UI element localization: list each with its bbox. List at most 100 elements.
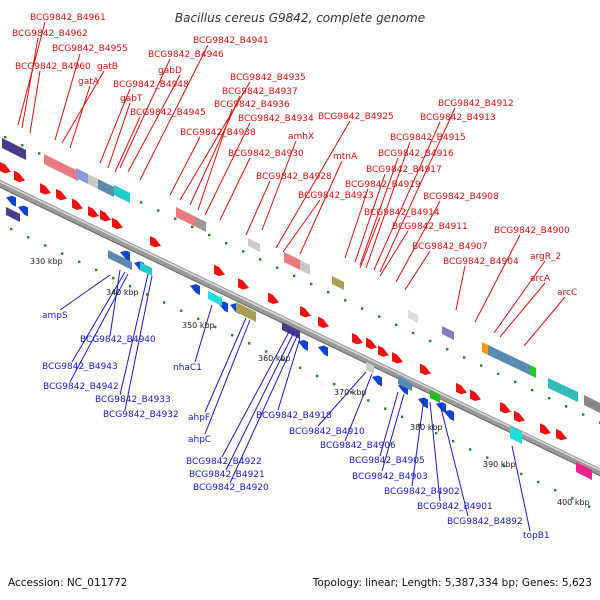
map-title: Bacillus cereus G9842, complete genome [175, 11, 425, 25]
track-dot [293, 274, 296, 278]
gene-label: BCG9842_B4916 [378, 149, 454, 159]
track-dot [435, 431, 438, 435]
gene-label: BCG9842_B4940 [80, 335, 156, 345]
forward-arrow [556, 428, 567, 441]
leader-line [169, 136, 201, 196]
gene-label: BCG9842_B4938 [180, 128, 256, 138]
track-dot [214, 325, 217, 329]
leader-line [189, 95, 241, 206]
leader-line [404, 250, 431, 291]
track-dot [44, 244, 47, 247]
leader-line [204, 317, 247, 413]
gene-block [88, 174, 98, 189]
leader-line [179, 81, 251, 201]
track-dot [180, 309, 183, 312]
track-dot [401, 415, 404, 418]
gene-label: BCG9842_B4915 [390, 133, 466, 143]
gene-block [6, 207, 20, 222]
leader-line [373, 121, 441, 271]
reverse-arrow [120, 250, 130, 262]
leader-line [59, 274, 111, 311]
forward-arrow [514, 410, 525, 423]
leader-line [197, 108, 233, 211]
track-dot [588, 505, 591, 508]
track-dot [78, 260, 81, 263]
track-dot [344, 299, 347, 302]
gene-block [76, 168, 88, 184]
reverse-arrow [444, 410, 454, 421]
track-dot [469, 448, 472, 451]
gene-block [576, 462, 592, 480]
gene-block [300, 260, 310, 275]
gene-block [398, 376, 412, 391]
leader-line [395, 200, 441, 283]
leader-line [493, 260, 546, 334]
tick-label: 400 kbp [557, 498, 590, 507]
track-dot [95, 268, 98, 272]
leader-line [261, 140, 297, 231]
gene-label: BCG9842_B4945 [130, 108, 206, 118]
gene-block [366, 362, 374, 374]
gene-label: BCG9842_B4892 [447, 517, 523, 527]
track-dot [231, 334, 234, 337]
gene-block [208, 291, 222, 306]
gene-label: BCG9842_B4925 [318, 112, 394, 122]
leader-line [69, 273, 129, 383]
leader-line [204, 122, 251, 216]
leader-lines [17, 21, 566, 532]
leader-line [317, 371, 367, 427]
gene-label: BCG9842_B4913 [420, 113, 496, 123]
gene-label: BCG9842_B4910 [289, 427, 365, 437]
gene-label: BCG9842_B4936 [214, 100, 290, 110]
reverse-arrow [190, 284, 200, 295]
forward-arrow [14, 170, 25, 183]
track-dot [248, 342, 251, 345]
reverse-arrow [372, 375, 382, 387]
leader-line [54, 53, 81, 141]
leader-line [379, 230, 409, 277]
gene-label: BCG9842_B4923 [298, 191, 374, 201]
tick-label: 330 kbp [30, 257, 63, 266]
gene-block [284, 252, 300, 270]
gene-label: BCG9842_B4942 [43, 382, 119, 392]
leader-line [439, 403, 469, 517]
gene-block [108, 250, 132, 270]
leader-line [139, 44, 209, 181]
leader-line [229, 333, 299, 484]
gene-label: BCG9842_B4904 [443, 257, 519, 267]
gene-label: BCG9842_B4935 [230, 73, 306, 83]
forward-arrow [318, 316, 329, 329]
leader-line [29, 70, 41, 134]
track-dot [480, 364, 483, 367]
leader-line [455, 265, 466, 311]
accession-text: Accession: NC_011772 [8, 577, 127, 589]
track-dot [197, 317, 200, 321]
reverse-arrow [6, 195, 16, 207]
gene-label: BCG9842_B4928 [256, 172, 332, 182]
track-dot [163, 301, 166, 304]
leader-line [99, 88, 131, 164]
leader-line [119, 58, 171, 169]
gene-label: BCG9842_B4932 [103, 410, 179, 420]
track-dot [265, 350, 268, 353]
track-dot [327, 290, 330, 294]
gene-label: BCG9842_B4948 [113, 80, 189, 90]
track-dot [61, 252, 64, 255]
forward-arrow [300, 306, 311, 318]
gene-label: BCG9842_B4914 [364, 208, 440, 218]
track-dot [333, 382, 336, 386]
track-dot [463, 356, 466, 359]
forward-arrow [238, 278, 249, 290]
leader-line [124, 275, 153, 411]
gene-block [98, 179, 114, 197]
forward-arrow [378, 345, 389, 357]
leader-line [499, 282, 546, 338]
forward-arrow [366, 337, 377, 350]
gene-label: amhX [288, 132, 314, 142]
gene-label: BCG9842_B4962 [12, 29, 88, 39]
reverse-arrow [18, 205, 28, 217]
track-dot [520, 472, 523, 476]
forward-arrow [56, 188, 67, 201]
leader-line [221, 329, 291, 458]
